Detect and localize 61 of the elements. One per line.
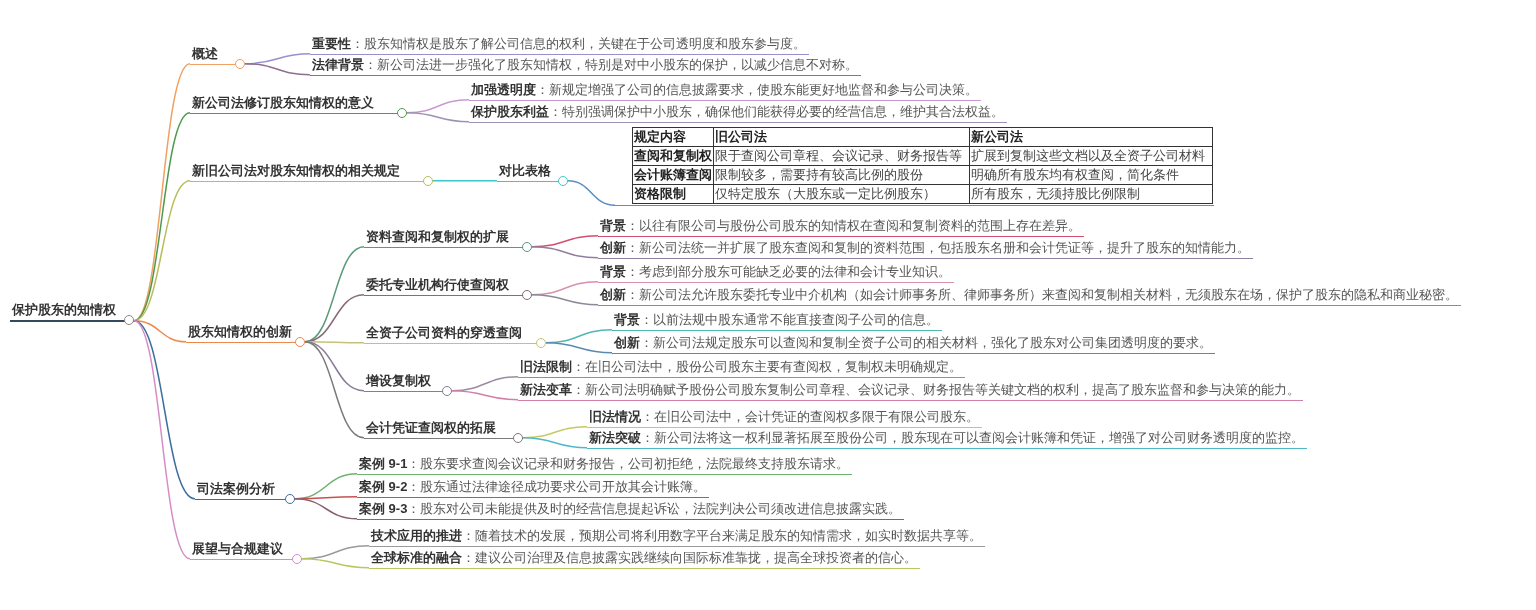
comparison-table — [615, 127, 1214, 206]
branch-connector — [567, 180, 616, 206]
table-cell: 明确所有股东均有权查阅，简化条件 — [969, 165, 1213, 185]
table-cell: 限制较多，需要持有较高比例的股份 — [713, 165, 970, 185]
branch-connector — [133, 180, 191, 322]
branch-connector — [522, 437, 588, 449]
topic-text: 重要性：股东知情权是股东了解公司信息的权利，关键在于公司透明度和股东参与度。 — [311, 35, 807, 52]
topic-text: 背景：以前法规中股东通常不能直接查阅子公司的信息。 — [613, 311, 940, 328]
branch-connector — [545, 342, 613, 354]
table-header-cell: 旧公司法 — [713, 127, 970, 147]
branch-connector — [531, 294, 599, 306]
branch-connector — [451, 390, 519, 401]
topic-text: 案例 9-1：股东要求查阅会议记录和财务报告，公司初拒绝，法院最终支持股东请求。 — [358, 455, 851, 472]
branch-title: 资料查阅和复制权的扩展 — [365, 228, 510, 245]
branch-connector — [294, 498, 358, 520]
table-header-cell: 新公司法 — [969, 127, 1213, 147]
branch-title: 股东知情权的创新 — [187, 323, 293, 340]
branch-title: 会计凭证查阅权的拓展 — [365, 419, 497, 436]
table-cell: 扩展到复制这些文档以及全资子公司材料 — [969, 146, 1213, 166]
topic-text: 加强透明度：新规定增强了公司的信息披露要求，使股东能更好地监督和参与公司决策。 — [470, 81, 979, 98]
topic-text: 旧法限制：在旧公司法中，股份公司股东主要有查阅权，复制权未明确规定。 — [519, 358, 963, 375]
topic-text: 旧法情况：在旧公司法中，会计凭证的查阅权多限于有限公司股东。 — [588, 408, 980, 425]
central-topic-title: 保护股东的知情权 — [10, 301, 117, 318]
branch-connector — [133, 320, 191, 560]
branch-connector — [133, 320, 196, 500]
topic-text: 技术应用的推进：随着技术的发展，预期公司将利用数字平台来满足股东的知情需求，如实时数据共享等。 — [369, 527, 983, 544]
branch-connector — [406, 112, 470, 123]
branch-title: 对比表格 — [498, 162, 552, 179]
branch-title: 增设复制权 — [364, 372, 432, 389]
branch-connector — [244, 63, 311, 76]
topic-text: 全球标准的融合：建议公司治理及信息披露实践继续向国际标准靠拢，提高全球投资者的信心。 — [370, 549, 918, 566]
table-header-cell: 规定内容 — [632, 127, 714, 147]
branch-title: 新公司法修订股东知情权的意义 — [191, 94, 375, 111]
table-cell: 仅特定股东（大股东或一定比例股东） — [713, 184, 970, 204]
topic-text: 新法突破：新公司法将这一权利显著拓展至股份公司，股东现在可以查阅会计账簿和凭证，增强了对公司财务透明度的监控。 — [588, 429, 1305, 446]
branch-topic — [10, 301, 134, 322]
topic-text: 创新：新公司法规定股东可以查阅和复制全资子公司的相关材料，强化了股东对公司集团透明度的要求。 — [613, 334, 1213, 351]
topic-text: 案例 9-2：股东通过法律途径成功要求公司开放其会计账簿。 — [358, 478, 708, 495]
topic-text: 背景：以往有限公司与股份公司股东的知情权在查阅和复制资料的范围上存在差异。 — [599, 217, 1082, 234]
branch-connector — [531, 246, 599, 259]
topic-text: 创新：新公司法统一并扩展了股东查阅和复制的资料范围，包括股东名册和会计凭证等，提升了股东的知情能力。 — [599, 239, 1251, 256]
branch-title: 全资子公司资料的穿透查阅 — [365, 324, 523, 341]
topic-text: 案例 9-3：股东对公司未能提供及时的经营信息提起诉讼，法院判决公司须改进信息披露实践。 — [358, 500, 903, 517]
table-cell: 资格限制 — [632, 184, 714, 204]
branch-connector — [301, 558, 370, 569]
table-cell: 会计账簿查阅 — [632, 165, 714, 185]
table-cell: 所有股东，无须持股比例限制 — [969, 184, 1213, 204]
branch-title: 司法案例分析 — [196, 480, 276, 497]
topic-text: 背景：考虑到部分股东可能缺乏必要的法律和会计专业知识。 — [599, 263, 952, 280]
branch-title: 概述 — [190, 45, 219, 62]
topic-text: 保护股东利益：特别强调保护中小股东，确保他们能获得必要的经营信息，维护其合法权益。 — [469, 103, 1005, 120]
table-cell: 限于查阅公司章程、会议记录、财务报告等 — [713, 146, 970, 166]
table-cell: 查阅和复制权 — [632, 146, 714, 166]
branch-title: 展望与合规建议 — [191, 540, 284, 557]
branch-connector — [432, 180, 498, 182]
topic-text: 法律背景：新公司法进一步强化了股东知情权，特别是对中小股东的保护，以减少信息不对称。 — [311, 56, 859, 73]
branch-title: 新旧公司法对股东知情权的相关规定 — [191, 162, 401, 179]
branch-connector — [304, 341, 365, 439]
topic-text: 新法变革：新公司法明确赋予股份公司股东复制公司章程、会议记录、财务报告等关键文档的权利，提高了股东监督和参与决策的能力。 — [519, 381, 1301, 398]
topic-text: 创新：新公司法允许股东委托专业中介机构（如会计师事务所、律师事务所）来查阅和复制相关材料，无须股东在场，保护了股东的隐私和商业秘密。 — [599, 286, 1459, 303]
branch-title: 委托专业机构行使查阅权 — [365, 276, 510, 293]
